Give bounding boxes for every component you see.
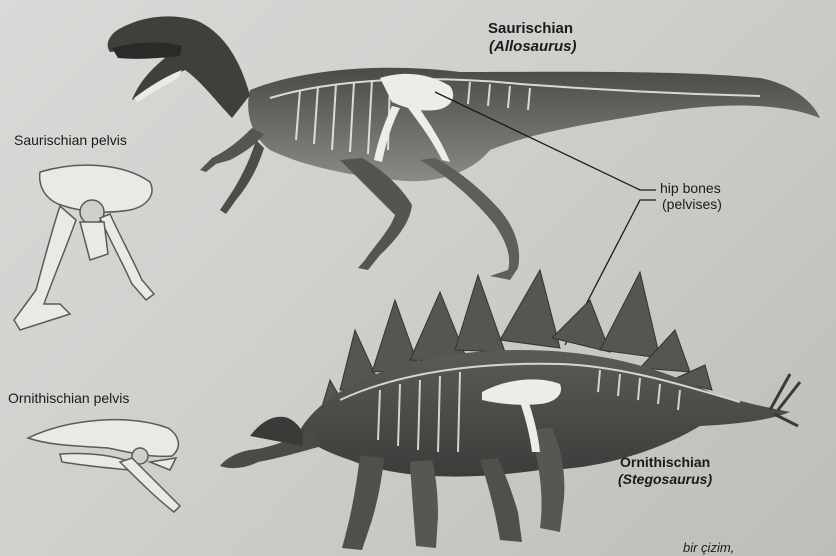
ornithischian-genus: (Stegosaurus) — [618, 471, 712, 487]
ornithischian-pelvis-drawing — [28, 420, 180, 512]
saurischian-genus: (Allosaurus) — [489, 38, 577, 55]
hip-bones-label: hip bones — [660, 180, 721, 196]
cut-off-caption: bir çizim, — [683, 541, 734, 556]
stegosaurus-figure — [220, 270, 800, 550]
saurischian-pelvis-label: Saurischian pelvis — [14, 132, 127, 148]
ornithischian-pelvis-label: Ornithischian pelvis — [8, 390, 129, 406]
allosaurus-figure — [108, 16, 820, 280]
saurischian-title: Saurischian — [488, 20, 573, 37]
ornithischian-title: Ornithischian — [620, 454, 710, 470]
saurischian-pelvis-drawing — [14, 165, 154, 330]
pelvises-label: (pelvises) — [662, 196, 722, 212]
